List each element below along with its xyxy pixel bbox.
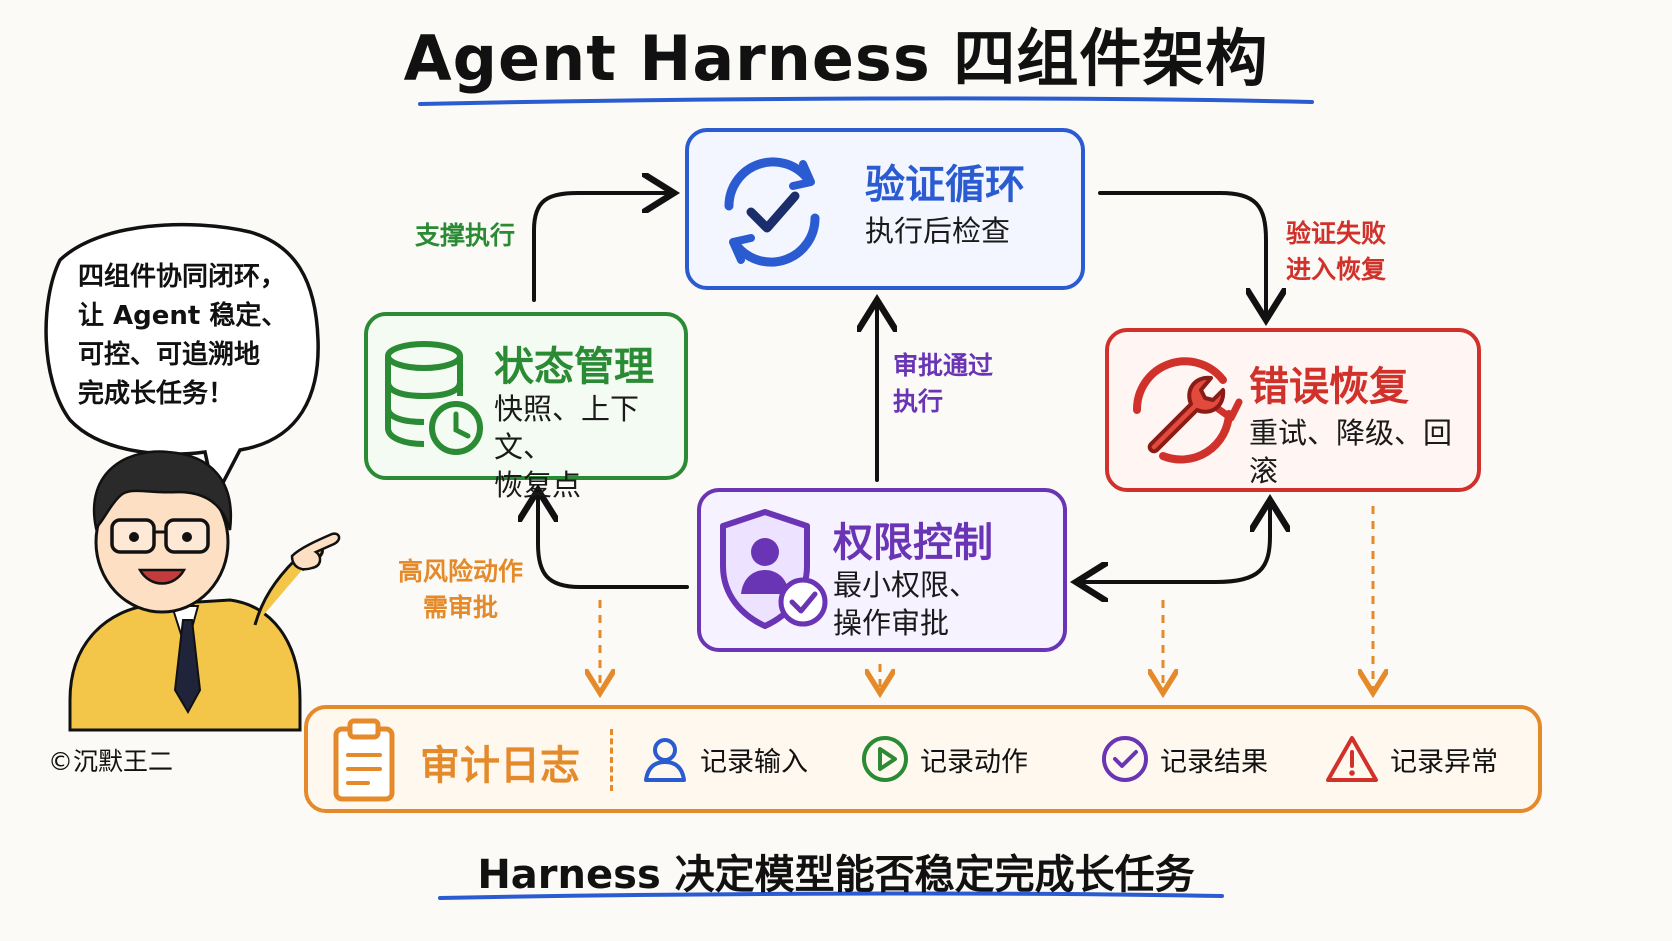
component-error-recovery: 错误恢复 重试、降级、回滚 [1105, 328, 1481, 492]
title-underline [418, 96, 1314, 106]
verify-title: 验证循环 [865, 162, 1025, 208]
bubble-line: 四组件协同闭环， [78, 262, 287, 292]
edge-label-high-risk: 高风险动作 需审批 [398, 554, 523, 626]
arrow-permission-to-state [538, 494, 689, 589]
page-title: Agent Harness 四组件架构 [403, 22, 1269, 95]
audit-item-label: 记录异常 [1390, 746, 1498, 778]
copyright-text: ©沉默王二 [48, 747, 174, 776]
edge-label-line: 需审批 [423, 593, 499, 622]
clipboard-icon [333, 718, 395, 802]
edge-label-line: 执行 [893, 387, 944, 416]
state-subtitle-line: 恢复点 [494, 468, 582, 502]
permission-subtitle: 最小权限、 操作审批 [833, 566, 978, 642]
speech-bubble [44, 222, 320, 504]
edge-label-line: 验证失败 [1286, 219, 1387, 248]
warning-icon [1326, 736, 1378, 782]
bubble-line: 可控、可追溯地 [78, 340, 261, 370]
permission-subtitle-line: 最小权限、 [833, 568, 979, 602]
arrow-verify-to-error [1098, 191, 1266, 316]
edge-label-line: 进入恢复 [1286, 255, 1387, 284]
audit-item-input: 记录输入 [640, 709, 808, 809]
footer-caption: Harness 决定模型能否稳定完成长任务 [477, 852, 1195, 898]
database-clock-icon [385, 341, 483, 455]
edge-label-line: 审批通过 [893, 351, 994, 380]
character-illustration [68, 450, 341, 732]
error-subtitle: 重试、降级、回滚 [1249, 416, 1453, 488]
state-subtitle: 快照、上下文、 恢复点 [494, 390, 684, 504]
audit-item-label: 记录动作 [920, 746, 1028, 778]
check-circle-icon [1102, 736, 1148, 782]
state-title: 状态管理 [494, 344, 654, 390]
audit-title: 审计日志 [420, 743, 580, 789]
user-icon [644, 738, 686, 782]
audit-item-label: 记录输入 [700, 746, 808, 778]
component-state-management: 状态管理 快照、上下文、 恢复点 [364, 312, 688, 502]
audit-item-exception: 记录异常 [1324, 709, 1498, 809]
audit-item-result: 记录结果 [1100, 709, 1268, 809]
wrench-icon [1132, 357, 1243, 464]
footer-underline [438, 891, 1224, 900]
play-icon [862, 736, 908, 782]
permission-title: 权限控制 [833, 520, 993, 566]
permission-subtitle-line: 操作审批 [833, 606, 950, 640]
audit-divider [610, 729, 613, 791]
arrow-state-to-verify [532, 193, 670, 302]
arrow-permission-to-error [1080, 504, 1270, 584]
component-verify-loop: 验证循环 执行后检查 [685, 128, 1085, 290]
verify-subtitle: 执行后检查 [865, 214, 1011, 248]
edge-label-approved: 审批通过 执行 [893, 348, 993, 420]
refresh-check-icon [724, 157, 820, 267]
bubble-line: 让 Agent 稳定、 [78, 301, 288, 331]
edge-label-support: 支撑执行 [415, 221, 516, 250]
component-permission-control: 权限控制 最小权限、 操作审批 [697, 488, 1067, 652]
edge-label-line: 高风险动作 [398, 557, 524, 586]
edge-label-verify-fail: 验证失败 进入恢复 [1286, 216, 1386, 288]
speech-bubble-text: 四组件协同闭环， 让 Agent 稳定、 可控、可追溯地 完成长任务！ [78, 258, 318, 414]
state-subtitle-line: 快照、上下文、 [494, 392, 640, 464]
component-audit-log: 审计日志 记录输入 记录动作 记录结果 记录异常 [304, 705, 1542, 813]
error-title: 错误恢复 [1249, 364, 1409, 410]
audit-item-action: 记录动作 [860, 709, 1028, 809]
audit-item-label: 记录结果 [1160, 746, 1268, 778]
bubble-line: 完成长任务！ [78, 379, 235, 409]
shield-user-icon [720, 509, 828, 629]
